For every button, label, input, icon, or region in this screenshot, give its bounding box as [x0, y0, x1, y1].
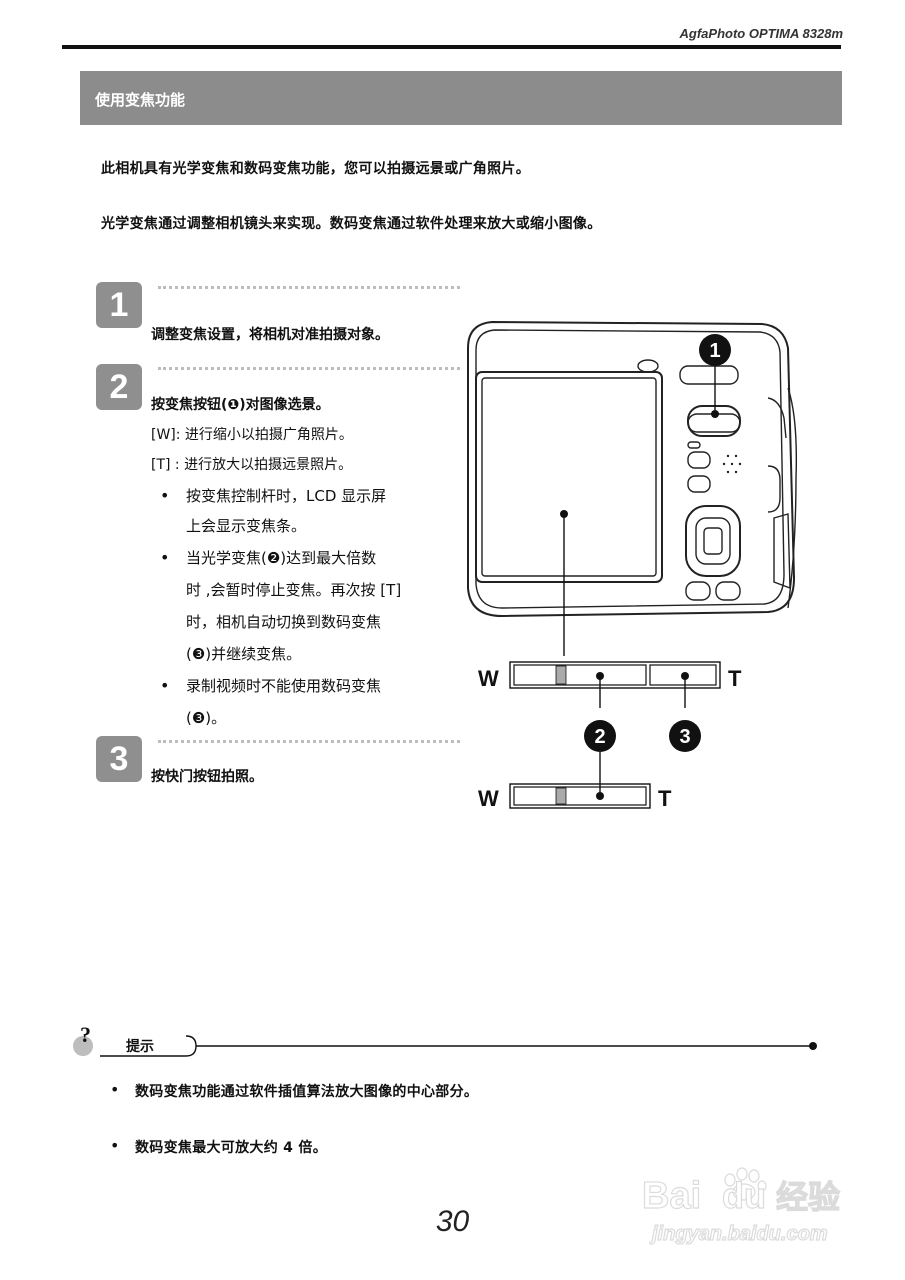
step-2-bullet-2-line-3: 时，相机自动切换到数码变焦 — [186, 613, 382, 631]
bullet-marker: • — [160, 486, 170, 505]
zoom-bar-slider — [555, 665, 567, 685]
watermark-text-jingyan: 经验 — [776, 1179, 840, 1215]
zoom-bar-2-slider — [555, 787, 567, 805]
callout-1-marker: 1 — [699, 334, 731, 418]
header-rule — [62, 45, 841, 49]
question-mark-icon: ? — [73, 1022, 93, 1056]
bullet-marker: • — [110, 1136, 120, 1155]
step-2-text: 按变焦按钮(❶)对图像选景。 — [151, 397, 330, 413]
intro-paragraph-1: 此相机具有光学变焦和数码变焦功能，您可以拍摄远景或广角照片。 — [101, 161, 530, 177]
watermark-text-bai: Bai — [642, 1175, 701, 1217]
zoom-bar-full: W T — [478, 661, 742, 708]
zoom-bar-w-label: W — [478, 666, 499, 691]
zoom-bar-optical-only: W T — [478, 783, 672, 811]
zoom-bar-2-w-label: W — [478, 786, 499, 811]
callout-3-label: 3 — [679, 726, 690, 748]
step-2-bullet-2-line-4: (❸)并继续变焦。 — [186, 645, 302, 663]
callout-3-marker: 3 — [669, 720, 701, 752]
watermark-text-du: du — [722, 1175, 766, 1216]
page-number: 30 — [435, 1205, 470, 1238]
step-2-bullet-1-line-2: 上会显示变焦条。 — [186, 517, 307, 535]
paw-logo-icon — [724, 1167, 767, 1201]
step-3-text: 按快门按钮拍照。 — [151, 769, 263, 785]
bullet-marker: • — [160, 676, 170, 695]
question-mark-glyph: ? — [80, 1022, 91, 1047]
step-2-number-badge: 2 — [96, 364, 142, 410]
speaker-dots — [722, 454, 742, 474]
step-1-dotted-rule — [158, 286, 460, 289]
step-2-bullet-2-line-2: 时 ,会暂时停止变焦。再次按 [T] — [186, 581, 402, 599]
step-1-number-badge: 1 — [96, 282, 142, 328]
intro-paragraph-2: 光学变焦通过调整相机镜头来实现。数码变焦通过软件处理来放大或缩小图像。 — [101, 216, 602, 232]
step-2-dotted-rule — [158, 367, 460, 370]
hint-item-2: 数码变焦最大可放大约 4 倍。 — [135, 1140, 327, 1156]
hint-label: 提示 — [126, 1039, 154, 1055]
callout-2-label: 2 — [594, 726, 605, 748]
bullet-marker: • — [160, 548, 170, 567]
manual-brand-header: AgfaPhoto OPTIMA 8328m — [679, 26, 843, 41]
section-title: 使用变焦功能 — [95, 91, 186, 109]
step-2-bullet-3-line-1: 录制视频时不能使用数码变焦 — [186, 677, 382, 695]
watermark-url: jingyan.baidu.com — [649, 1223, 828, 1245]
camera-zoom-diagram: 1 W T 2 3 W T — [467, 320, 798, 811]
step-1-text: 调整变焦设置，将相机对准拍摄对象。 — [151, 327, 389, 343]
zoom-bar-t-label: T — [728, 666, 742, 691]
step-2-bullet-2-line-1: 当光学变焦(❷)达到最大倍数 — [186, 549, 377, 567]
step-2-bullet-1-line-1: 按变焦控制杆时，LCD 显示屏 — [186, 487, 387, 505]
step-2-wide-note: [W]: 进行缩小以拍摄广角照片。 — [151, 427, 353, 443]
hint-divider — [100, 1035, 817, 1057]
bullet-marker: • — [110, 1080, 120, 1099]
section-title-bar: 使用变焦功能 — [80, 71, 842, 125]
step-3-number-badge: 3 — [96, 736, 142, 782]
step-2-tele-note: [T] : 进行放大以拍摄远景照片。 — [151, 457, 353, 473]
zoom-bar-2-t-label: T — [658, 786, 672, 811]
hint-item-1: 数码变焦功能通过软件插值算法放大图像的中心部分。 — [135, 1084, 479, 1100]
step-2-bullet-3-line-2: (❸)。 — [186, 709, 227, 727]
camera-back-illustration — [467, 320, 798, 618]
step-3-dotted-rule — [158, 740, 460, 743]
callout-1-label: 1 — [709, 340, 720, 362]
callout-2-marker: 2 — [584, 720, 616, 796]
baidu-jingyan-watermark: Bai du 经验 jingyan.baidu.com — [641, 1167, 841, 1246]
